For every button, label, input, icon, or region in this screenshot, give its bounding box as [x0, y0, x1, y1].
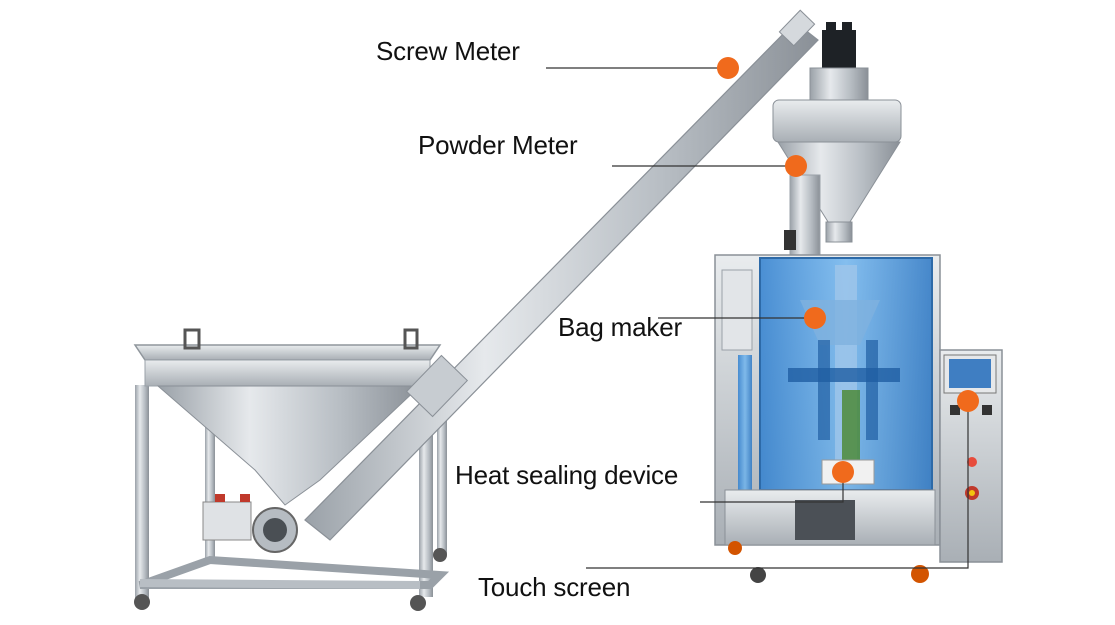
screw-conveyor	[304, 9, 819, 541]
orange-dot-icon	[957, 390, 979, 412]
auger-filler	[772, 22, 902, 256]
label-screw-meter: Screw Meter	[376, 36, 520, 66]
leader-lines	[546, 67, 969, 569]
control-cabinet	[939, 349, 1003, 563]
markers	[717, 57, 979, 483]
label-touch-screen: Touch screen	[478, 572, 631, 602]
orange-dot-icon	[804, 307, 826, 329]
label-powder-meter: Powder Meter	[418, 130, 578, 160]
label-bag-maker: Bag maker	[558, 312, 682, 342]
label-heat-sealing-device: Heat sealing device	[455, 460, 679, 490]
orange-dot-icon	[832, 461, 854, 483]
leader-line-heat-sealing	[700, 474, 844, 503]
orange-dot-icon	[717, 57, 739, 79]
orange-dot-icon	[785, 155, 807, 177]
feeder-hopper	[133, 328, 450, 611]
leader-line-touch-screen	[586, 402, 969, 569]
packing-machine	[714, 254, 941, 583]
